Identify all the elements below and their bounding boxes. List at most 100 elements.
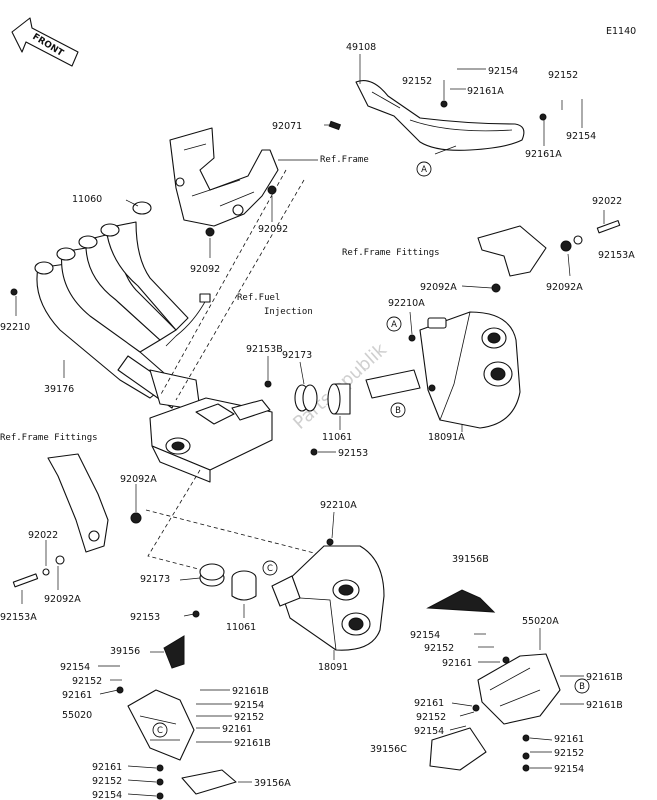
label-92173-top: 92173 xyxy=(282,350,312,361)
label-11060: 11060 xyxy=(72,194,102,205)
label-92161a-top: 92161A xyxy=(467,86,504,97)
label-92154-l3: 92154 xyxy=(92,790,122,800)
label-92154-top: 92154 xyxy=(488,66,518,77)
label-92161-l3: 92161 xyxy=(92,762,122,773)
label-92210: 92210 xyxy=(0,322,30,333)
label-92152-tr: 92152 xyxy=(548,70,578,81)
label-92154-r3: 92154 xyxy=(554,764,584,775)
label-92152-r1: 92152 xyxy=(424,643,454,654)
label-92173-bot: 92173 xyxy=(140,574,170,585)
label-55020a: 55020A xyxy=(522,616,559,627)
label-92071: 92071 xyxy=(272,121,302,132)
svg-text:B: B xyxy=(395,406,401,416)
label-92161-r3: 92161 xyxy=(554,734,584,745)
label-92152-l1: 92152 xyxy=(72,676,102,687)
label-92154-l2: 92154 xyxy=(234,700,264,711)
pipe-11061-top xyxy=(327,369,421,415)
cover-55020 xyxy=(116,635,237,800)
assembly-line-1 xyxy=(175,179,305,401)
ref-frame-label: Ref.Frame xyxy=(320,155,369,165)
label-18091: 18091 xyxy=(318,662,348,673)
ref-frame-fittings-r: Ref.Frame Fittings xyxy=(342,248,440,258)
label-11061-bot: 11061 xyxy=(226,622,256,633)
front-arrow-icon: FRONT xyxy=(11,17,79,67)
label-92153a-l: 92153A xyxy=(0,612,37,623)
svg-text:A: A xyxy=(421,165,427,175)
svg-text:C: C xyxy=(267,564,273,574)
muffler-18091 xyxy=(271,538,385,651)
label-39176: 39176 xyxy=(44,384,74,395)
label-39156c: 39156C xyxy=(370,744,407,755)
label-92161a-tr: 92161A xyxy=(525,149,562,160)
sensor-wire xyxy=(165,299,207,347)
label-92092-a: 92092 xyxy=(258,224,288,235)
svg-text:C: C xyxy=(157,726,163,736)
label-92152-l3: 92152 xyxy=(92,776,122,787)
ref-fuel-label: Ref.Fuel xyxy=(237,293,280,303)
clamp-92173-bot xyxy=(199,563,225,587)
label-92092a-r1: 92092A xyxy=(420,282,457,293)
callout-c-muffler: C xyxy=(262,560,278,576)
assembly-line-2 xyxy=(159,169,287,397)
label-92022-l: 92022 xyxy=(28,530,58,541)
label-92161b-l1: 92161B xyxy=(232,686,269,697)
label-39156: 39156 xyxy=(110,646,140,657)
svg-text:A: A xyxy=(391,320,397,330)
exhaust-header-39176 xyxy=(10,201,201,411)
label-92153b: 92153B xyxy=(246,344,283,355)
label-92092a-l1: 92092A xyxy=(120,474,157,485)
label-92092-b: 92092 xyxy=(190,264,220,275)
label-55020: 55020 xyxy=(62,710,92,721)
label-92154-tr: 92154 xyxy=(566,131,596,142)
cover-55020a xyxy=(426,589,561,771)
muffler-18091a xyxy=(408,311,521,429)
label-92152-top: 92152 xyxy=(402,76,432,87)
assembly-line-3 xyxy=(145,509,327,557)
label-92092a-r2: 92092A xyxy=(546,282,583,293)
label-92161-l2: 92161 xyxy=(222,724,252,735)
label-92152-r2: 92152 xyxy=(416,712,446,723)
label-92154-r1: 92154 xyxy=(410,630,440,641)
label-92154-l1: 92154 xyxy=(60,662,90,673)
label-92161b-r1: 92161B xyxy=(586,672,623,683)
label-92152-r3: 92152 xyxy=(554,748,584,759)
label-92153a-r: 92153A xyxy=(598,250,635,261)
callout-c-cover: C xyxy=(152,722,168,738)
frame-fittings-left xyxy=(12,453,142,588)
diagram-code: E1140 xyxy=(606,26,636,37)
frame-fittings-right xyxy=(477,220,621,293)
callout-b-cover: B xyxy=(574,678,590,694)
label-92210a-bot: 92210A xyxy=(320,500,357,511)
label-92161-l1: 92161 xyxy=(62,690,92,701)
label-39156b: 39156B xyxy=(452,554,489,565)
label-18091a: 18091A xyxy=(428,432,465,443)
pipe-11061-bot xyxy=(231,570,257,601)
heat-guard-49108 xyxy=(328,80,547,151)
callout-a-muffler: A xyxy=(386,316,402,332)
label-92161-r2: 92161 xyxy=(414,698,444,709)
svg-text:B: B xyxy=(579,682,585,692)
label-92161b-r2: 92161B xyxy=(586,700,623,711)
collector-chamber xyxy=(149,380,273,483)
label-39156a: 39156A xyxy=(254,778,291,789)
label-11061-top: 11061 xyxy=(322,432,352,443)
label-92092a-l2: 92092A xyxy=(44,594,81,605)
label-92161b-l2: 92161B xyxy=(234,738,271,749)
callout-b-muffler: B xyxy=(390,402,406,418)
label-92153-mid: 92153 xyxy=(338,448,368,459)
label-92210a-top: 92210A xyxy=(388,298,425,309)
callout-a-top: A xyxy=(416,161,432,177)
label-92154-r2: 92154 xyxy=(414,726,444,737)
ref-frame-fittings-l: Ref.Frame Fittings xyxy=(0,433,98,443)
sensor-connector xyxy=(199,293,211,303)
label-92022-r: 92022 xyxy=(592,196,622,207)
label-49108: 49108 xyxy=(346,42,376,53)
ref-fuel-label-2: Injection xyxy=(264,307,313,317)
label-92161-r1: 92161 xyxy=(442,658,472,669)
assembly-line-4 xyxy=(147,469,211,573)
frame-bracket xyxy=(169,127,279,237)
clamp-92173-top xyxy=(294,384,318,412)
label-92153-bot: 92153 xyxy=(130,612,160,623)
label-92152-l2: 92152 xyxy=(234,712,264,723)
